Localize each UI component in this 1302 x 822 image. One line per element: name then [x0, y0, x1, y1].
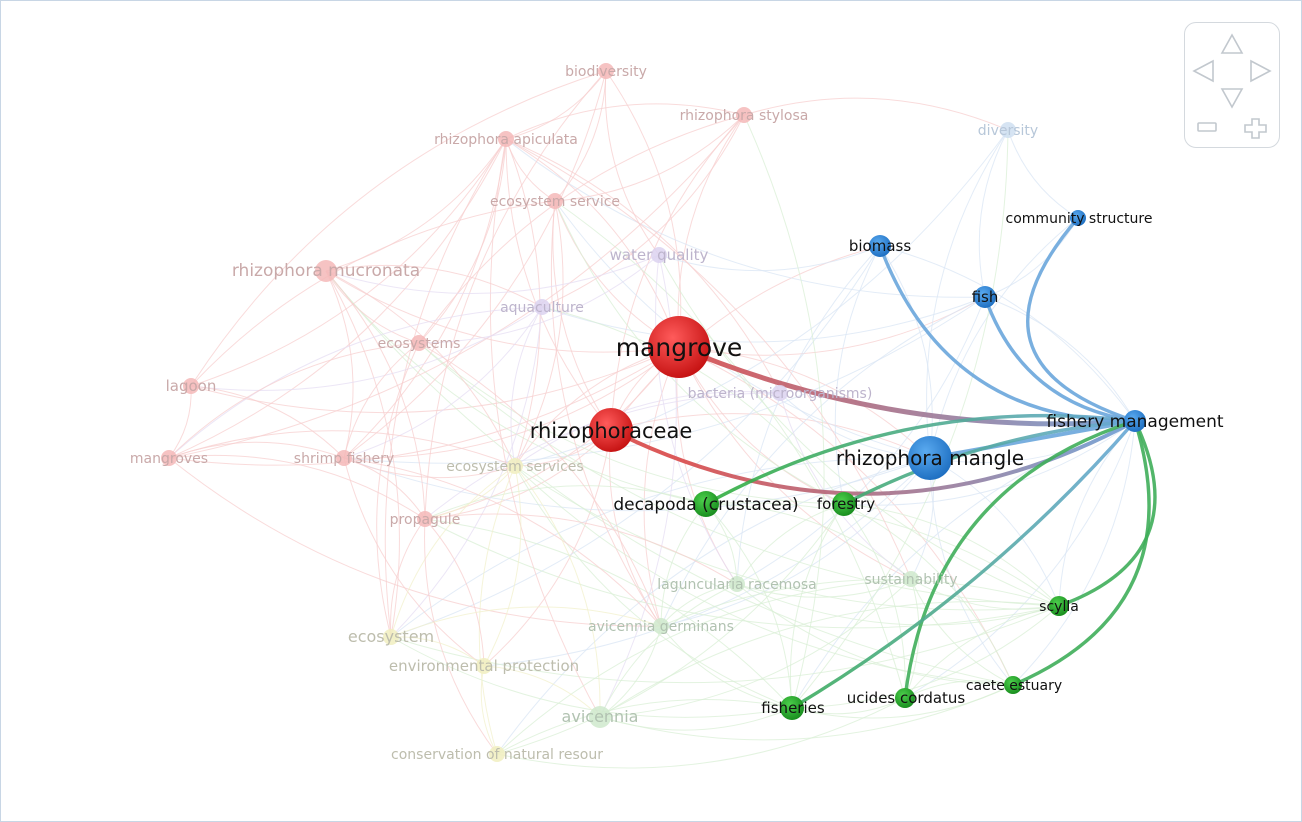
focus-nodes	[589, 210, 1146, 720]
label-sustainability: sustainability	[864, 572, 957, 588]
label-shrimp-fishery: shrimp fishery	[294, 451, 394, 467]
label-caete-estuary: caete estuary	[966, 678, 1062, 694]
node-bacteria[interactable]	[772, 385, 788, 401]
node-conservation[interactable]	[489, 746, 505, 762]
label-ucides-cordatus: ucides cordatus	[847, 689, 966, 707]
node-propagule[interactable]	[417, 511, 433, 527]
node-biodiversity[interactable]	[598, 63, 614, 79]
link-fishery-management-mangrove	[676, 344, 1138, 427]
zoom-out-icon[interactable]	[1197, 122, 1217, 132]
link-fishery-management-community-structure	[1026, 216, 1137, 423]
node-ecosystem-services[interactable]	[507, 458, 523, 474]
label-rhizophora-stylosa: rhizophora stylosa	[680, 108, 809, 124]
label-propagule: propagule	[390, 512, 461, 528]
pan-right-icon[interactable]	[1250, 59, 1272, 83]
link-fishery-management-ucides-cordatus	[903, 419, 1137, 700]
label-fish: fish	[972, 288, 999, 306]
node-avicennia-germinans[interactable]	[653, 618, 669, 634]
node-biomass[interactable]	[869, 235, 891, 257]
node-fisheries[interactable]	[780, 696, 804, 720]
label-ecosystems: ecosystems	[378, 336, 461, 352]
node-rhizophoraceae[interactable]	[589, 408, 633, 452]
label-lagoon: lagoon	[166, 377, 217, 395]
label-diversity: diversity	[978, 123, 1038, 139]
label-biodiversity: biodiversity	[565, 64, 647, 80]
node-mangrove[interactable]	[648, 316, 710, 378]
label-mangrove: mangrove	[616, 333, 743, 362]
label-rhizophoraceae: rhizophoraceae	[530, 419, 693, 443]
background-links	[168, 70, 1136, 769]
node-ecosystem-service[interactable]	[547, 193, 563, 209]
label-avicennia-germinans: avicennia germinans	[588, 619, 734, 635]
node-avicennia[interactable]	[589, 706, 611, 728]
navigation-pad	[1184, 22, 1280, 148]
node-fish[interactable]	[974, 286, 996, 308]
node-laguncularia-racemosa[interactable]	[729, 576, 745, 592]
link-fishery-management-decapoda	[704, 413, 1137, 506]
label-fisheries: fisheries	[761, 699, 825, 717]
background-nodes	[161, 63, 1016, 762]
label-biomass: biomass	[849, 237, 911, 255]
node-water-quality[interactable]	[651, 247, 667, 263]
label-scylla: scylla	[1039, 599, 1079, 615]
highlighted-links	[609, 216, 1157, 710]
node-lagoon[interactable]	[183, 378, 199, 394]
label-water-quality: water quality	[610, 246, 709, 264]
label-mangroves: mangroves	[130, 451, 208, 467]
node-caete-estuary[interactable]	[1004, 676, 1022, 694]
pan-down-icon[interactable]	[1220, 88, 1244, 109]
label-decapoda: decapoda (crustacea)	[613, 495, 798, 515]
label-community-structure: community structure	[1006, 211, 1153, 227]
label-rhizophora-apiculata: rhizophora apiculata	[434, 132, 578, 148]
link-fishery-management-fish	[983, 295, 1137, 423]
node-forestry[interactable]	[832, 492, 856, 516]
node-rhizophora-stylosa[interactable]	[736, 107, 752, 123]
label-forestry: forestry	[817, 495, 875, 513]
pan-left-icon[interactable]	[1192, 59, 1214, 83]
label-environmental-protection: environmental protection	[389, 657, 579, 675]
link-fishery-management-rhizophora-mangle	[928, 419, 1137, 460]
node-decapoda[interactable]	[693, 491, 719, 517]
label-aquaculture: aquaculture	[500, 300, 584, 316]
node-rhizophora-apiculata[interactable]	[498, 131, 514, 147]
link-fishery-management-fisheries	[790, 419, 1137, 710]
node-fishery-management[interactable]	[1124, 410, 1146, 432]
label-conservation: conservation of natural resour	[391, 747, 603, 763]
node-mangroves[interactable]	[161, 450, 177, 466]
label-rhizophora-mucronata: rhizophora mucronata	[232, 261, 420, 281]
zoom-in-icon[interactable]	[1244, 118, 1267, 139]
node-rhizophora-mangle[interactable]	[908, 436, 952, 480]
pan-up-icon[interactable]	[1220, 33, 1244, 54]
node-rhizophora-mucronata[interactable]	[315, 260, 337, 282]
label-ecosystem-services: ecosystem services	[446, 459, 583, 475]
node-ucides-cordatus[interactable]	[895, 688, 915, 708]
label-laguncularia-racemosa: laguncularia racemosa	[657, 577, 817, 593]
label-avicennia: avicennia	[562, 707, 639, 726]
node-aquaculture[interactable]	[534, 299, 550, 315]
node-environmental-protection[interactable]	[476, 658, 492, 674]
link-fishery-management-caete-estuary	[1011, 419, 1151, 687]
node-ecosystem[interactable]	[383, 629, 399, 645]
label-ecosystem: ecosystem	[348, 627, 434, 646]
label-fishery-management: fishery management	[1046, 412, 1223, 432]
link-fishery-management-rhizophoraceae	[609, 419, 1137, 496]
node-sustainability[interactable]	[903, 571, 919, 587]
label-rhizophora-mangle: rhizophora mangle	[836, 446, 1024, 470]
node-community-structure[interactable]	[1070, 210, 1086, 226]
node-scylla[interactable]	[1049, 596, 1069, 616]
label-bacteria: bacteria (microorganisms)	[688, 386, 873, 402]
node-ecosystems[interactable]	[411, 335, 427, 351]
label-ecosystem-service: ecosystem service	[490, 194, 620, 210]
link-fishery-management-forestry	[842, 419, 1137, 506]
node-diversity[interactable]	[1000, 122, 1016, 138]
node-labels: mangrove rhizophoraceae rhizophora mangle f…	[130, 64, 1224, 763]
node-shrimp-fishery[interactable]	[336, 450, 352, 466]
